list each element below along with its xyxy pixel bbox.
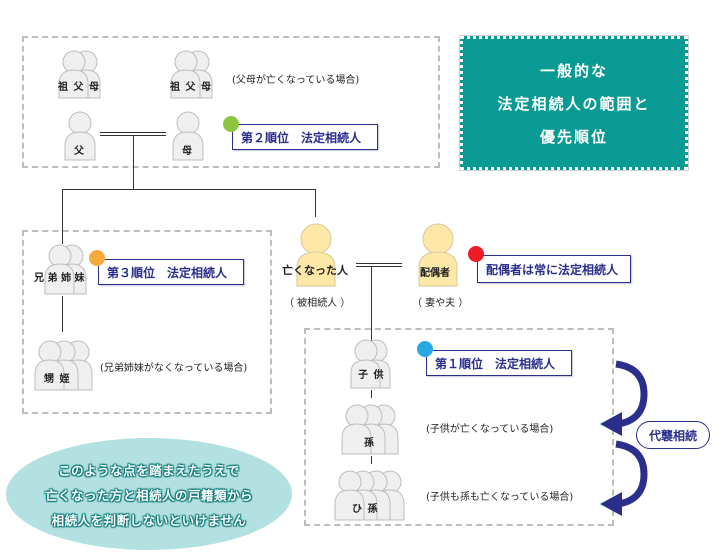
siblings-branch-line (62, 189, 316, 190)
rank-3-label: 第３順位 法定相続人 (107, 265, 228, 280)
children-label: 子 供 (358, 370, 385, 381)
marriage-line-parents (100, 132, 166, 133)
substitution-badge: 代襲相続 (636, 421, 710, 449)
person-icon (172, 111, 204, 161)
mother-figure: 母 (170, 110, 206, 161)
father-figure: 父 (62, 110, 98, 161)
person-pair-icon (44, 244, 87, 295)
person-pair-icon (58, 50, 101, 99)
mother-label: 母 (182, 146, 193, 157)
rank-2-label: 第２順位 法定相続人 (241, 130, 362, 145)
rank-1-dot (417, 341, 433, 357)
note-children-deceased: (子供が亡くなっている場合) (426, 424, 554, 435)
grandparents-1-label: 祖 父 母 (58, 82, 100, 93)
title-line-1: 一般的な (539, 61, 608, 80)
note-children-grandchildren-deceased: (子供も孫も亡くなっている場合) (426, 492, 574, 503)
arrowhead-icon (600, 412, 622, 436)
siblings-to-nephews-line (62, 296, 63, 332)
footer-line-2: 亡くなった方と相続人の戸籍類から (44, 487, 253, 503)
children-to-grandchildren-line (371, 390, 372, 398)
siblings-label: 兄 弟 姉 妹 (34, 273, 85, 284)
person-pair-icon (350, 339, 391, 389)
note-siblings-deceased: (兄弟姉妹がなくなっている場合) (100, 363, 248, 374)
great-grandchildren-label: ひ 孫 (352, 504, 379, 515)
person-pair-icon (170, 50, 213, 99)
nephews-nieces-figure: 甥 姪 (30, 338, 98, 391)
arrowhead-icon (600, 492, 622, 516)
parents-descent-line (133, 135, 134, 190)
children-figure: 子 供 (346, 338, 394, 389)
spouse-figure: 配偶者 (416, 222, 460, 287)
rank-1-badge: 第１順位 法定相続人 (426, 350, 572, 376)
marriage-line-deceased-2 (356, 266, 402, 267)
spouse-rank-badge: 配偶者は常に法定相続人 (477, 255, 631, 283)
deceased-label: 亡くなった人 (282, 264, 348, 277)
rank-3-dot (89, 250, 105, 266)
spouse-rank-label: 配偶者は常に法定相続人 (486, 262, 619, 277)
parents-group-box (22, 36, 440, 168)
substitution-label: 代襲相続 (648, 428, 697, 443)
substitution-arrow-1 (600, 360, 648, 436)
marriage-line-deceased (356, 263, 402, 264)
person-group-icon (34, 340, 93, 391)
footer-line-1: このような点を踏まえたうえで (58, 462, 240, 478)
diagram-title: 一般的な 法定相続人の範囲と 優先順位 (459, 35, 689, 171)
grandchildren-to-great-line (371, 456, 372, 464)
grandchildren-figure: 孫 (338, 402, 402, 455)
siblings-figure: 兄 弟 姉 妹 (34, 242, 98, 295)
rank-1-label: 第１順位 法定相続人 (435, 356, 556, 371)
great-grandchildren-figure: ひ 孫 (332, 468, 408, 521)
rank-2-badge: 第２順位 法定相続人 (232, 124, 378, 150)
footer-message: このような点を踏まえたうえで 亡くなった方と相続人の戸籍類から 相続人を判断しな… (6, 438, 292, 550)
note-parents-deceased: (父母が亡くなっている場合) (232, 75, 360, 86)
title-line-2: 法定相続人の範囲と (497, 94, 651, 113)
father-label: 父 (74, 146, 85, 157)
rank-2-dot (223, 116, 239, 132)
person-group-icon (334, 470, 405, 521)
deceased-figure (294, 222, 338, 287)
person-icon (296, 223, 336, 287)
footer-line-3: 相続人を判断しないといけません (51, 512, 247, 528)
grandparents-2-label: 祖 父 母 (170, 82, 212, 93)
rank-3-badge: 第３順位 法定相続人 (98, 259, 244, 285)
nephews-nieces-label: 甥 姪 (44, 374, 71, 385)
siblings-drop-line (62, 189, 63, 244)
spouse-rank-dot (468, 246, 484, 262)
person-icon (64, 111, 96, 161)
deceased-drop-line (315, 189, 316, 217)
substitution-arrow-2 (600, 440, 648, 516)
grandparents-2-figure: 祖 父 母 (166, 48, 218, 99)
person-group-icon (341, 404, 399, 455)
person-icon (418, 223, 458, 287)
siblings-group-box (22, 230, 272, 414)
grandchildren-label: 孫 (364, 438, 375, 449)
children-drop-line (371, 266, 372, 342)
deceased-sublabel: （ 被相続人 ） (284, 298, 351, 309)
spouse-label: 配偶者 (420, 268, 450, 279)
title-line-3: 優先順位 (539, 127, 608, 146)
grandparents-1-figure: 祖 父 母 (54, 48, 106, 99)
spouse-sublabel: （ 妻や夫 ） (412, 298, 469, 309)
